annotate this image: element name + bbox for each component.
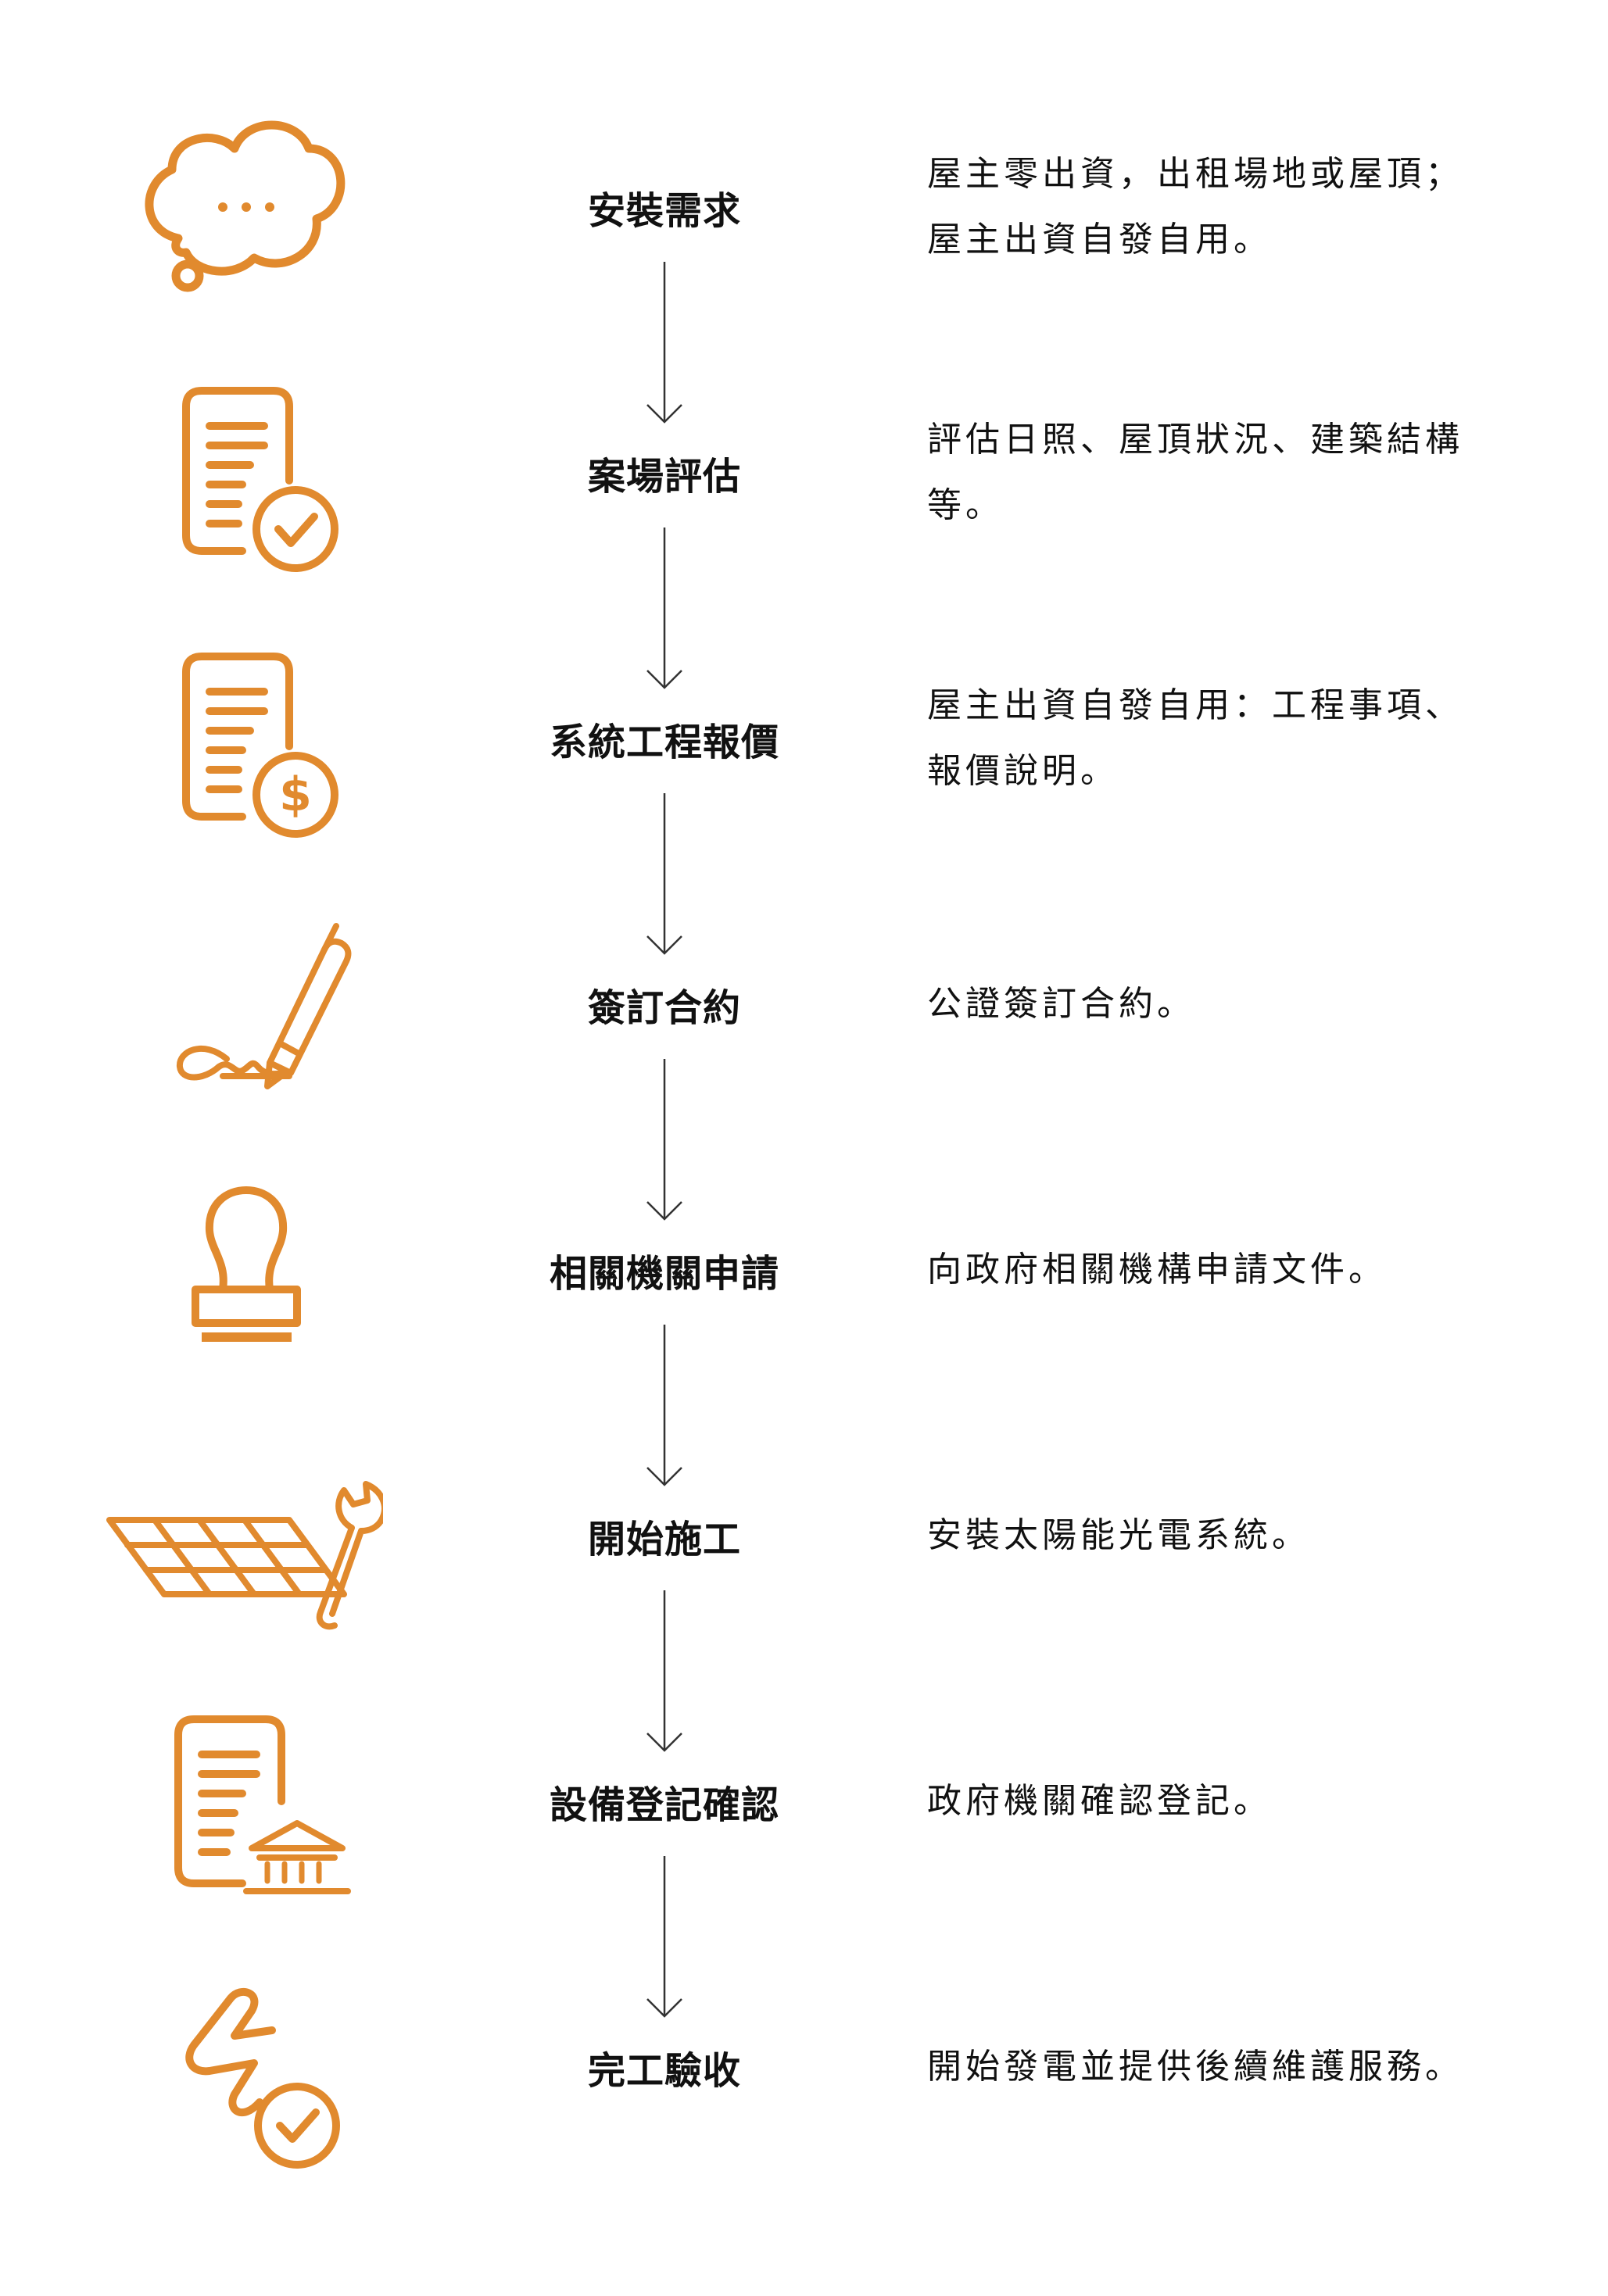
step-description: 屋主出資自發自用：工程事項、 報價說明。 <box>927 606 1537 871</box>
signature-pen-icon <box>86 871 383 1137</box>
stamp-icon <box>86 1137 383 1403</box>
desc-line: 公證簽訂合約。 <box>927 984 1195 1024</box>
step-title: 完工驗收 <box>587 2049 741 2093</box>
desc-line: 安裝太陽能光電系統。 <box>927 1515 1310 1555</box>
step-description: 安裝太陽能光電系統。 <box>927 1403 1537 1668</box>
step-title: 案場評估 <box>587 455 741 499</box>
step-description: 評估日照、屋頂狀況、建築結構 等。 <box>927 340 1537 606</box>
desc-line: 向政府相關機構申請文件。 <box>927 1250 1387 1289</box>
document-bank-icon <box>86 1668 383 1934</box>
desc-line: 開始發電並提供後續維護服務。 <box>927 2047 1463 2087</box>
step-description: 政府機關確認登記。 <box>927 1668 1537 1934</box>
step-start-construction: 開始施工 安裝太陽能光電系統。 <box>0 1403 1608 1668</box>
step-title: 系統工程報價 <box>549 721 779 764</box>
step-title: 簽訂合約 <box>587 986 741 1030</box>
step-description: 屋主零出資，出租場地或屋頂； 屋主出資自發自用。 <box>927 74 1537 340</box>
step-title: 設備登記確認 <box>549 1783 779 1827</box>
step-quotation: $ 系統工程報價 屋主出資自發自用：工程事項、 報價說明。 <box>0 606 1608 871</box>
step-sign-contract: 簽訂合約 公證簽訂合約。 <box>0 871 1608 1137</box>
desc-line: 政府機關確認登記。 <box>927 1781 1272 1821</box>
desc-line: 屋主出資自發自用：工程事項、 <box>927 685 1463 725</box>
lightning-check-icon <box>86 1934 383 2200</box>
desc-line: 屋主零出資，出租場地或屋頂； <box>927 154 1463 194</box>
step-install-request: 安裝需求 屋主零出資，出租場地或屋頂； 屋主出資自發自用。 <box>0 74 1608 340</box>
step-description: 公證簽訂合約。 <box>927 871 1537 1137</box>
step-completion-acceptance: 完工驗收 開始發電並提供後續維護服務。 <box>0 1934 1608 2200</box>
step-agency-application: 相關機關申請 向政府相關機構申請文件。 <box>0 1137 1608 1403</box>
step-title: 安裝需求 <box>587 189 741 233</box>
document-check-icon <box>86 340 383 606</box>
step-site-assessment: 案場評估 評估日照、屋頂狀況、建築結構 等。 <box>0 340 1608 606</box>
step-title: 開始施工 <box>587 1518 741 1561</box>
document-dollar-icon: $ <box>86 606 383 871</box>
svg-text:$: $ <box>279 767 312 822</box>
desc-line: 等。 <box>927 485 1004 525</box>
step-title: 相關機關申請 <box>549 1252 779 1296</box>
step-equipment-registration: 設備登記確認 政府機關確認登記。 <box>0 1668 1608 1934</box>
step-description: 向政府相關機構申請文件。 <box>927 1137 1537 1403</box>
speech-bubble-icon <box>86 74 383 340</box>
step-description: 開始發電並提供後續維護服務。 <box>927 1934 1537 2200</box>
solar-panel-wrench-icon <box>86 1403 383 1668</box>
desc-line: 屋主出資自發自用。 <box>927 220 1272 259</box>
desc-line: 報價說明。 <box>927 751 1119 791</box>
desc-line: 評估日照、屋頂狀況、建築結構 <box>927 420 1463 460</box>
